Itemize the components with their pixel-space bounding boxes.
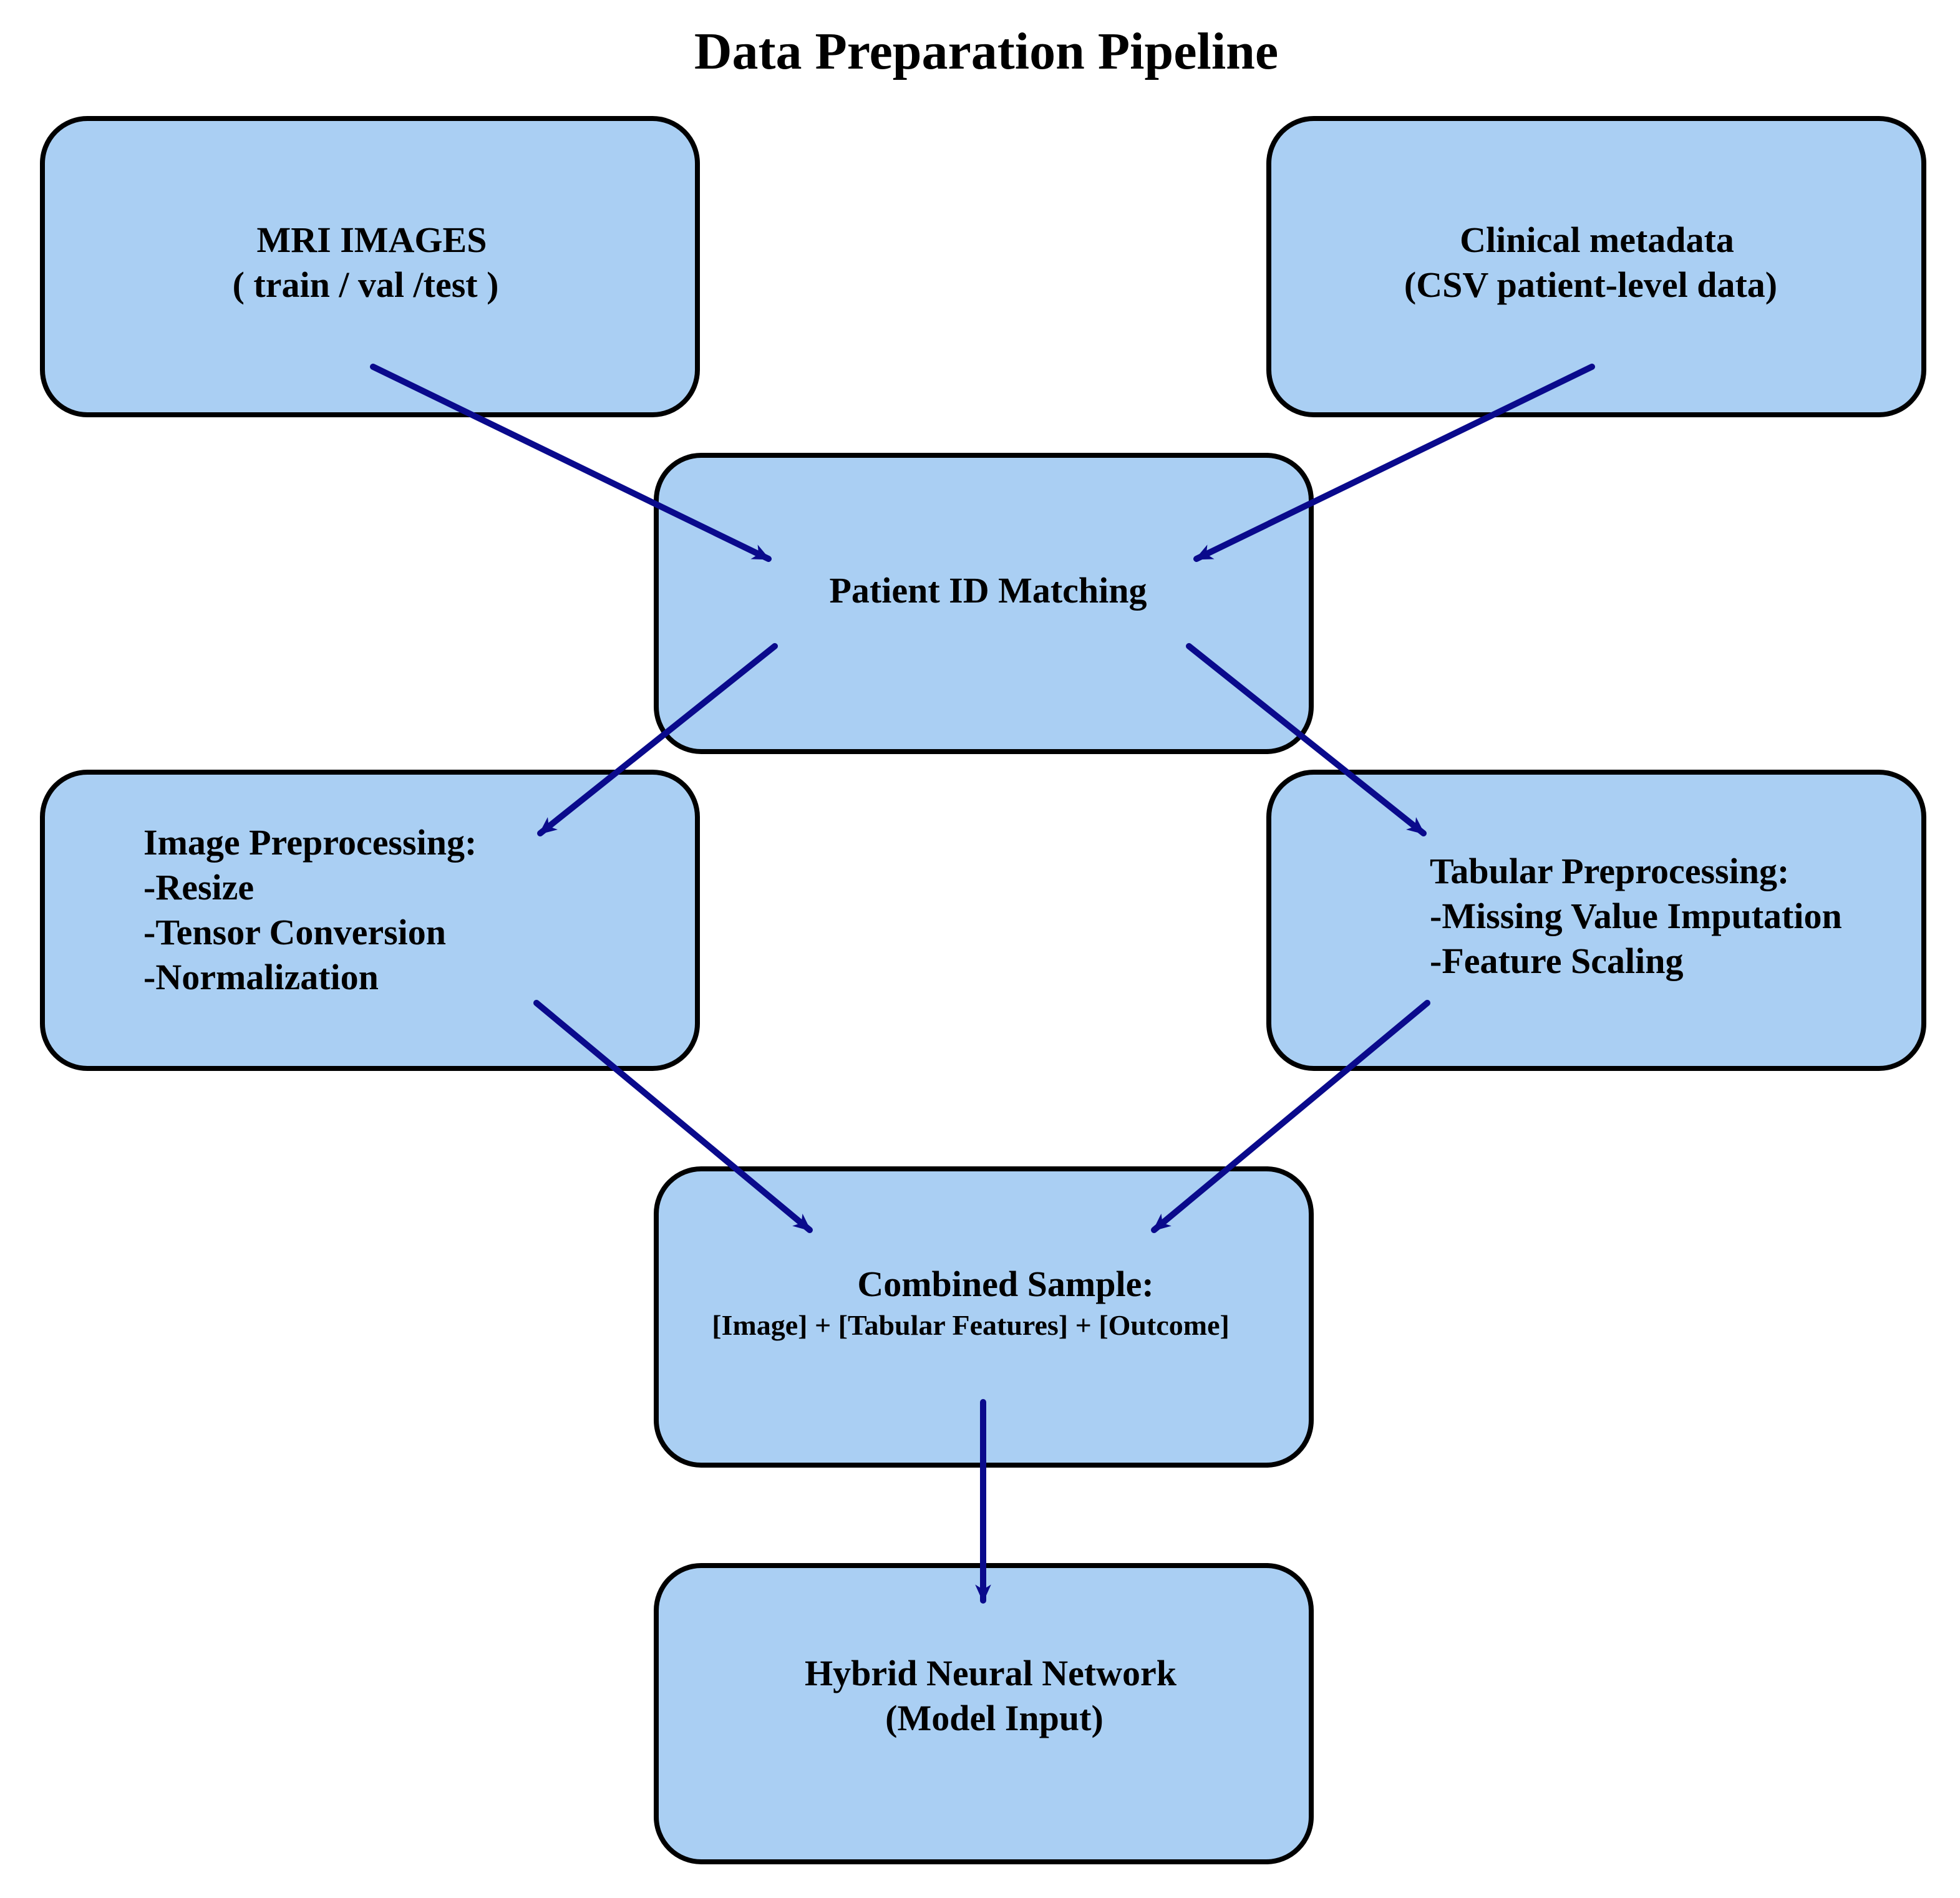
node-sublabel: [Image] + [Tabular Features] + [Outcome] bbox=[712, 1309, 1230, 1341]
node-heading: Tabular Preprocessing: bbox=[1430, 851, 1789, 891]
node-label: Patient ID Matching bbox=[829, 570, 1147, 611]
node-box bbox=[654, 453, 1314, 754]
node-sublabel: ( train / val /test ) bbox=[233, 264, 499, 305]
arrow-mri-to-matching bbox=[370, 364, 772, 562]
node-combined-sample: Combined Sample: [Image] + [Tabular Feat… bbox=[654, 1166, 1314, 1468]
node-heading: Image Preprocessing: bbox=[143, 822, 477, 863]
node-patient-id-matching: Patient ID Matching bbox=[654, 453, 1314, 754]
node-hybrid-neural-network: Hybrid Neural Network (Model Input) bbox=[654, 1563, 1314, 1864]
arrow-matching-to-image-preprocessing bbox=[537, 643, 778, 836]
arrow-clinical-to-matching bbox=[1193, 364, 1595, 562]
edges bbox=[370, 364, 1595, 1604]
step-item: -Resize bbox=[143, 867, 254, 908]
node-box bbox=[1266, 116, 1926, 417]
diagram-title: Data Preparation Pipeline bbox=[694, 22, 1278, 80]
arrow-image-to-combined bbox=[533, 1000, 813, 1233]
node-mri-images: MRI IMAGES ( train / val /test ) bbox=[40, 116, 700, 417]
node-label: Clinical metadata bbox=[1460, 220, 1734, 260]
node-clinical-metadata: Clinical metadata (CSV patient-level dat… bbox=[1266, 116, 1926, 417]
node-box bbox=[1266, 770, 1926, 1071]
node-tabular-preprocessing: Tabular Preprocessing: -Missing Value Im… bbox=[1266, 770, 1926, 1071]
step-item: -Missing Value Imputation bbox=[1430, 896, 1842, 936]
step-item: -Normalization bbox=[143, 957, 379, 997]
node-sublabel: (Model Input) bbox=[885, 1698, 1104, 1738]
step-item: -Feature Scaling bbox=[1430, 941, 1683, 981]
node-box bbox=[40, 116, 700, 417]
node-label: MRI IMAGES bbox=[257, 220, 487, 260]
node-label: Hybrid Neural Network bbox=[805, 1653, 1177, 1693]
arrow-tabular-to-combined bbox=[1151, 1000, 1430, 1233]
node-label: Combined Sample: bbox=[857, 1264, 1153, 1304]
step-item: -Tensor Conversion bbox=[143, 912, 446, 952]
node-sublabel: (CSV patient-level data) bbox=[1404, 264, 1777, 305]
arrow-matching-to-tabular-preprocessing bbox=[1186, 643, 1427, 836]
node-image-preprocessing: Image Preprocessing: -Resize -Tensor Con… bbox=[40, 770, 700, 1071]
node-box bbox=[40, 770, 700, 1071]
